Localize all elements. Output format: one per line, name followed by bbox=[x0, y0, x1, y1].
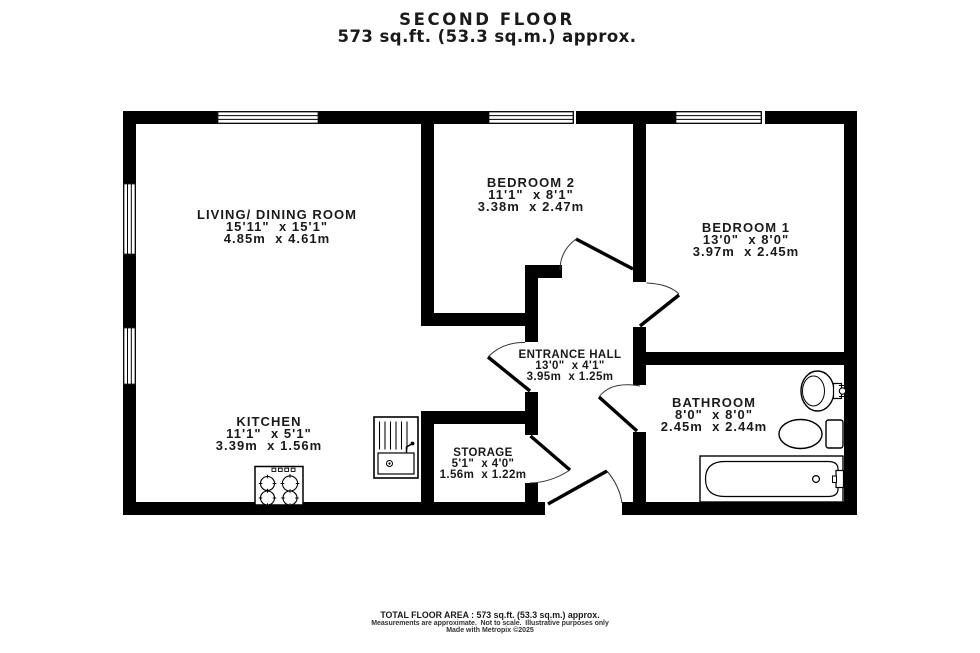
door-bathroom bbox=[597, 384, 641, 433]
room-dim-metric: 3.95m x 1.25m bbox=[526, 371, 614, 383]
plan-title: SECOND FLOOR 573 sq.ft. (53.3 sq.m.) app… bbox=[337, 10, 637, 46]
room-dim-imperial: 15'11" x 15'1" bbox=[225, 218, 329, 234]
door-swing-arc bbox=[559, 238, 577, 271]
room-label-living: LIVING/ DINING ROOM 15'11" x 15'1" 4.85m… bbox=[196, 207, 358, 246]
door-hall-living bbox=[486, 341, 532, 393]
plan-title-line2: 573 sq.ft. (53.3 sq.m.) approx. bbox=[337, 26, 637, 46]
room-dim-metric: 4.85m x 4.61m bbox=[223, 230, 331, 246]
footer-disclaimer: Measurements are approximate. Not to sca… bbox=[371, 619, 609, 627]
footer-total-area: TOTAL FLOOR AREA : 573 sq.ft. (53.3 sq.m… bbox=[380, 610, 600, 620]
room-dim-metric: 2.45m x 2.44m bbox=[660, 418, 768, 434]
room-dim-metric: 1.56m x 1.22m bbox=[439, 469, 527, 481]
room-label-bedroom1: BEDROOM 1 13'0" x 8'0" 3.97m x 2.45m bbox=[692, 220, 800, 259]
plan-title-line1: SECOND FLOOR bbox=[399, 10, 575, 29]
footer: TOTAL FLOOR AREA : 573 sq.ft. (53.3 sq.m… bbox=[371, 611, 609, 634]
door-entrance bbox=[547, 469, 623, 506]
window-top-bedroom2 bbox=[488, 111, 574, 124]
door-leaf bbox=[597, 395, 639, 433]
window-top-living bbox=[217, 111, 319, 124]
window-left-upper bbox=[123, 183, 136, 255]
room-dim-metric: 3.39m x 1.56m bbox=[215, 437, 323, 453]
room-dim-imperial: 13'0" x 4'1" bbox=[535, 360, 605, 372]
door-swing-arc bbox=[646, 282, 680, 295]
door-leaf bbox=[575, 237, 634, 271]
room-name: LIVING/ DINING ROOM bbox=[196, 207, 358, 222]
door-swing-arc bbox=[598, 384, 641, 398]
door-leaf bbox=[638, 293, 681, 328]
stove-controls bbox=[271, 467, 296, 472]
window-left-lower bbox=[123, 327, 136, 385]
stove bbox=[254, 465, 304, 507]
room-label-storage: STORAGE 5'1" x 4'0" 1.56m x 1.22m bbox=[439, 447, 527, 481]
room-name: STORAGE bbox=[453, 447, 513, 459]
tub-tap bbox=[835, 469, 845, 489]
sink-drain bbox=[386, 460, 393, 467]
footer-credit: Made with Metropix ©2025 bbox=[446, 626, 534, 634]
toilet-bowl bbox=[778, 418, 823, 450]
door-swing-arc bbox=[606, 470, 623, 504]
door-leaf bbox=[486, 355, 532, 393]
room-dim-imperial: 13'0" x 8'0" bbox=[702, 231, 790, 247]
sink-basin bbox=[377, 452, 415, 475]
door-swing-arc bbox=[529, 469, 571, 484]
walls bbox=[123, 111, 857, 515]
burner-ticks bbox=[258, 474, 300, 507]
room-dim-metric: 3.38m x 2.47m bbox=[477, 198, 585, 214]
door-leaf bbox=[547, 469, 608, 506]
room-name: KITCHEN bbox=[236, 414, 302, 429]
bathtub bbox=[699, 455, 845, 503]
room-label-bathroom: BATHROOM 8'0" x 8'0" 2.45m x 2.44m bbox=[660, 395, 768, 434]
room-label-hall: ENTRANCE HALL 13'0" x 4'1" 3.95m x 1.25m bbox=[518, 349, 622, 383]
drainer-lines bbox=[378, 421, 408, 450]
toilet-tank bbox=[825, 419, 844, 449]
room-name: BEDROOM 1 bbox=[701, 220, 791, 235]
toilet bbox=[778, 418, 844, 450]
room-name: BATHROOM bbox=[672, 395, 756, 410]
door-storage bbox=[529, 434, 572, 484]
tub-inner bbox=[704, 460, 839, 498]
room-label-bedroom2: BEDROOM 2 11'1" x 8'1" 3.38m x 2.47m bbox=[477, 175, 585, 214]
room-dim-metric: 3.97m x 2.45m bbox=[692, 243, 800, 259]
room-name: BEDROOM 2 bbox=[486, 175, 576, 190]
room-dim-imperial: 11'1" x 5'1" bbox=[226, 425, 312, 441]
bathroom-sink bbox=[800, 370, 847, 412]
room-name: ENTRANCE HALL bbox=[518, 349, 622, 361]
door-bedroom2 bbox=[559, 237, 634, 271]
tub-drain bbox=[811, 475, 820, 484]
room-dim-imperial: 11'1" x 8'1" bbox=[488, 186, 574, 202]
kitchen-sink bbox=[373, 416, 419, 479]
room-label-kitchen: KITCHEN 11'1" x 5'1" 3.39m x 1.56m bbox=[215, 414, 323, 453]
door-swing-arc bbox=[487, 341, 526, 358]
sink-tap bbox=[405, 443, 413, 453]
door-bedroom1 bbox=[638, 282, 681, 328]
window-top-bedroom1 bbox=[675, 111, 762, 124]
room-dim-imperial: 8'0" x 8'0" bbox=[674, 406, 754, 422]
room-dim-imperial: 5'1" x 4'0" bbox=[451, 458, 515, 470]
door-leaf bbox=[529, 434, 572, 472]
